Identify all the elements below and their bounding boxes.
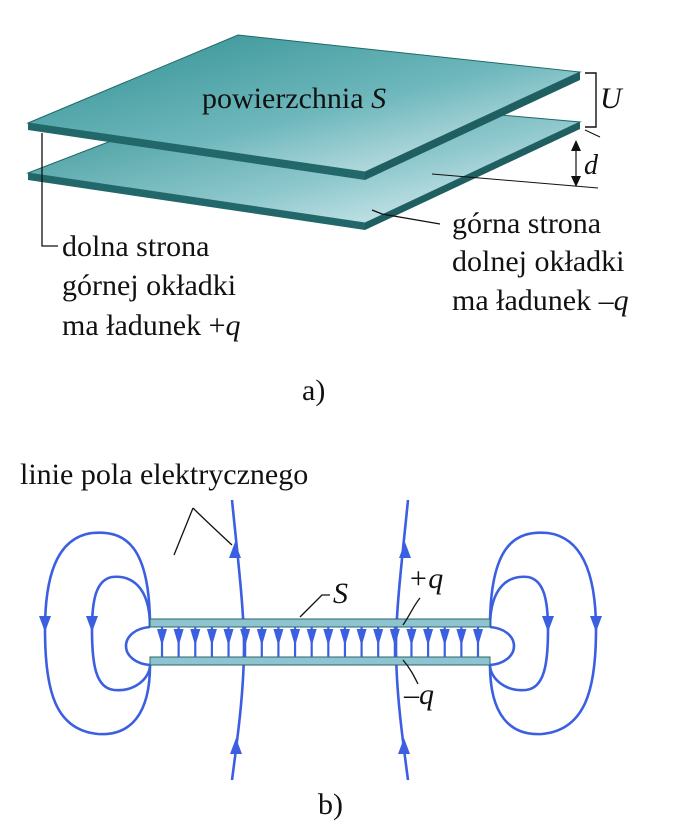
field-lines-label: linie pola elektrycznego	[20, 458, 308, 491]
caption-a: a)	[302, 374, 325, 407]
upper-plate-b	[149, 618, 491, 628]
internal-field-arrowhead	[356, 629, 367, 646]
svg-text:ma ładunek –q: ma ładunek –q	[452, 284, 629, 317]
surface-pointer	[299, 594, 330, 618]
internal-field-arrowhead	[389, 629, 400, 646]
left-leader-line	[41, 133, 58, 247]
field-arrowheads-loops	[39, 542, 602, 754]
minus-q-pointer	[402, 659, 419, 685]
internal-field-arrowhead	[339, 629, 350, 646]
internal-field-arrowhead	[323, 629, 334, 646]
field-label-pointer-1	[173, 507, 194, 556]
internal-field-arrowhead	[206, 629, 217, 646]
gap-extension-bottom	[431, 173, 599, 189]
field-loop-left-inner	[90, 575, 152, 692]
internal-field-arrowhead	[406, 629, 417, 646]
gap-label: d	[584, 150, 599, 181]
internal-field-arrowhead	[240, 629, 251, 646]
internal-field-arrowhead	[173, 629, 184, 646]
svg-text:dolna strona: dolna strona	[62, 230, 209, 263]
gap-arrow	[571, 140, 581, 187]
internal-field-arrowhead	[423, 629, 434, 646]
internal-field-arrowhead	[256, 629, 267, 646]
internal-field-arrowhead	[473, 629, 483, 646]
internal-field-arrowhead	[290, 629, 301, 646]
internal-field-arrowhead	[223, 629, 234, 646]
right-leader-line	[371, 209, 441, 225]
svg-text:górnej okładki: górnej okładki	[62, 269, 236, 302]
voltage-label: U	[600, 82, 624, 115]
left-note: dolna strona górnej okładki ma ładunek +…	[62, 230, 241, 342]
lower-plate-b	[149, 656, 491, 666]
internal-field-arrowhead	[190, 629, 201, 646]
field-line-vertical-left	[230, 499, 246, 781]
upper-plate	[26, 34, 582, 180]
panel-b: linie pola elektrycznego	[20, 458, 602, 821]
panel-a: powierzchnia S U d dolna strona górnej o…	[26, 34, 629, 407]
voltage-bracket	[585, 72, 597, 128]
plus-q-pointer	[402, 597, 421, 626]
field-loop-right-innermost	[489, 625, 516, 667]
internal-field-lines	[157, 627, 483, 657]
field-line-vertical-right	[394, 499, 410, 781]
surface-label: powierzchnia S	[202, 82, 386, 115]
svg-text:ma ładunek +q: ma ładunek +q	[62, 309, 241, 342]
internal-field-arrowhead	[439, 629, 450, 646]
svg-text:górna strona: górna strona	[452, 207, 601, 240]
caption-b: b)	[318, 788, 343, 821]
right-note: górna strona dolnej okładki ma ładunek –…	[452, 207, 629, 317]
field-loop-left-innermost	[124, 625, 151, 667]
surface-label-b: S	[333, 577, 348, 610]
internal-field-arrowhead	[456, 629, 467, 646]
internal-field-arrowhead	[306, 629, 317, 646]
minus-q-label: –q	[403, 678, 434, 711]
internal-field-arrowhead	[273, 629, 284, 646]
gap-extension-top	[584, 129, 601, 138]
internal-field-arrowhead	[157, 629, 167, 646]
internal-field-arrowhead	[373, 629, 384, 646]
field-label-pointer-2	[192, 507, 233, 546]
svg-text:dolnej okładki: dolnej okładki	[452, 245, 624, 278]
field-loop-right-inner	[488, 575, 550, 692]
plus-q-label: +q	[408, 562, 443, 595]
